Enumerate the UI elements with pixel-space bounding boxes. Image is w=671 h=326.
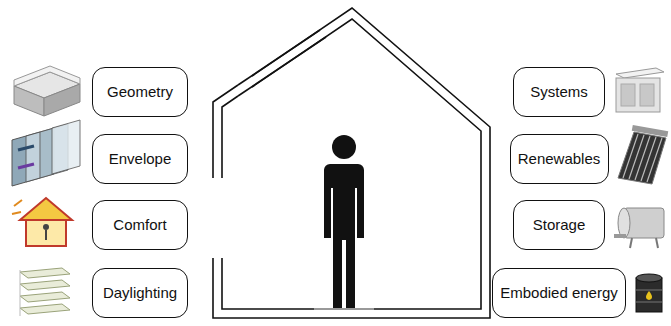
daylighting-icon (20, 268, 70, 316)
renewables-icon (618, 125, 668, 184)
box-label: Geometry (107, 83, 173, 101)
label-box: Comfort (92, 200, 188, 250)
barrel-icon (636, 274, 662, 312)
envelope-icon (12, 120, 80, 186)
box-label: Storage (533, 216, 586, 234)
comfort-icon (12, 198, 72, 246)
person-figure (314, 135, 374, 310)
box-label: Renewables (518, 150, 601, 168)
house-outline (213, 8, 490, 318)
systems-icon (616, 68, 664, 112)
label-box: Renewables (510, 134, 609, 184)
box-label: Envelope (109, 150, 172, 168)
box-label: Daylighting (103, 284, 177, 302)
box-label: Comfort (113, 216, 166, 234)
storage-icon (614, 208, 664, 248)
label-box: Embodied energy (492, 268, 626, 318)
label-box: Geometry (92, 67, 188, 117)
label-box: Daylighting (92, 268, 188, 318)
label-box: Systems (513, 67, 605, 117)
label-box: Storage (513, 200, 605, 250)
box-label: Embodied energy (500, 284, 618, 302)
label-box: Envelope (92, 134, 188, 184)
box-label: Systems (530, 83, 588, 101)
geometry-icon (14, 66, 80, 116)
